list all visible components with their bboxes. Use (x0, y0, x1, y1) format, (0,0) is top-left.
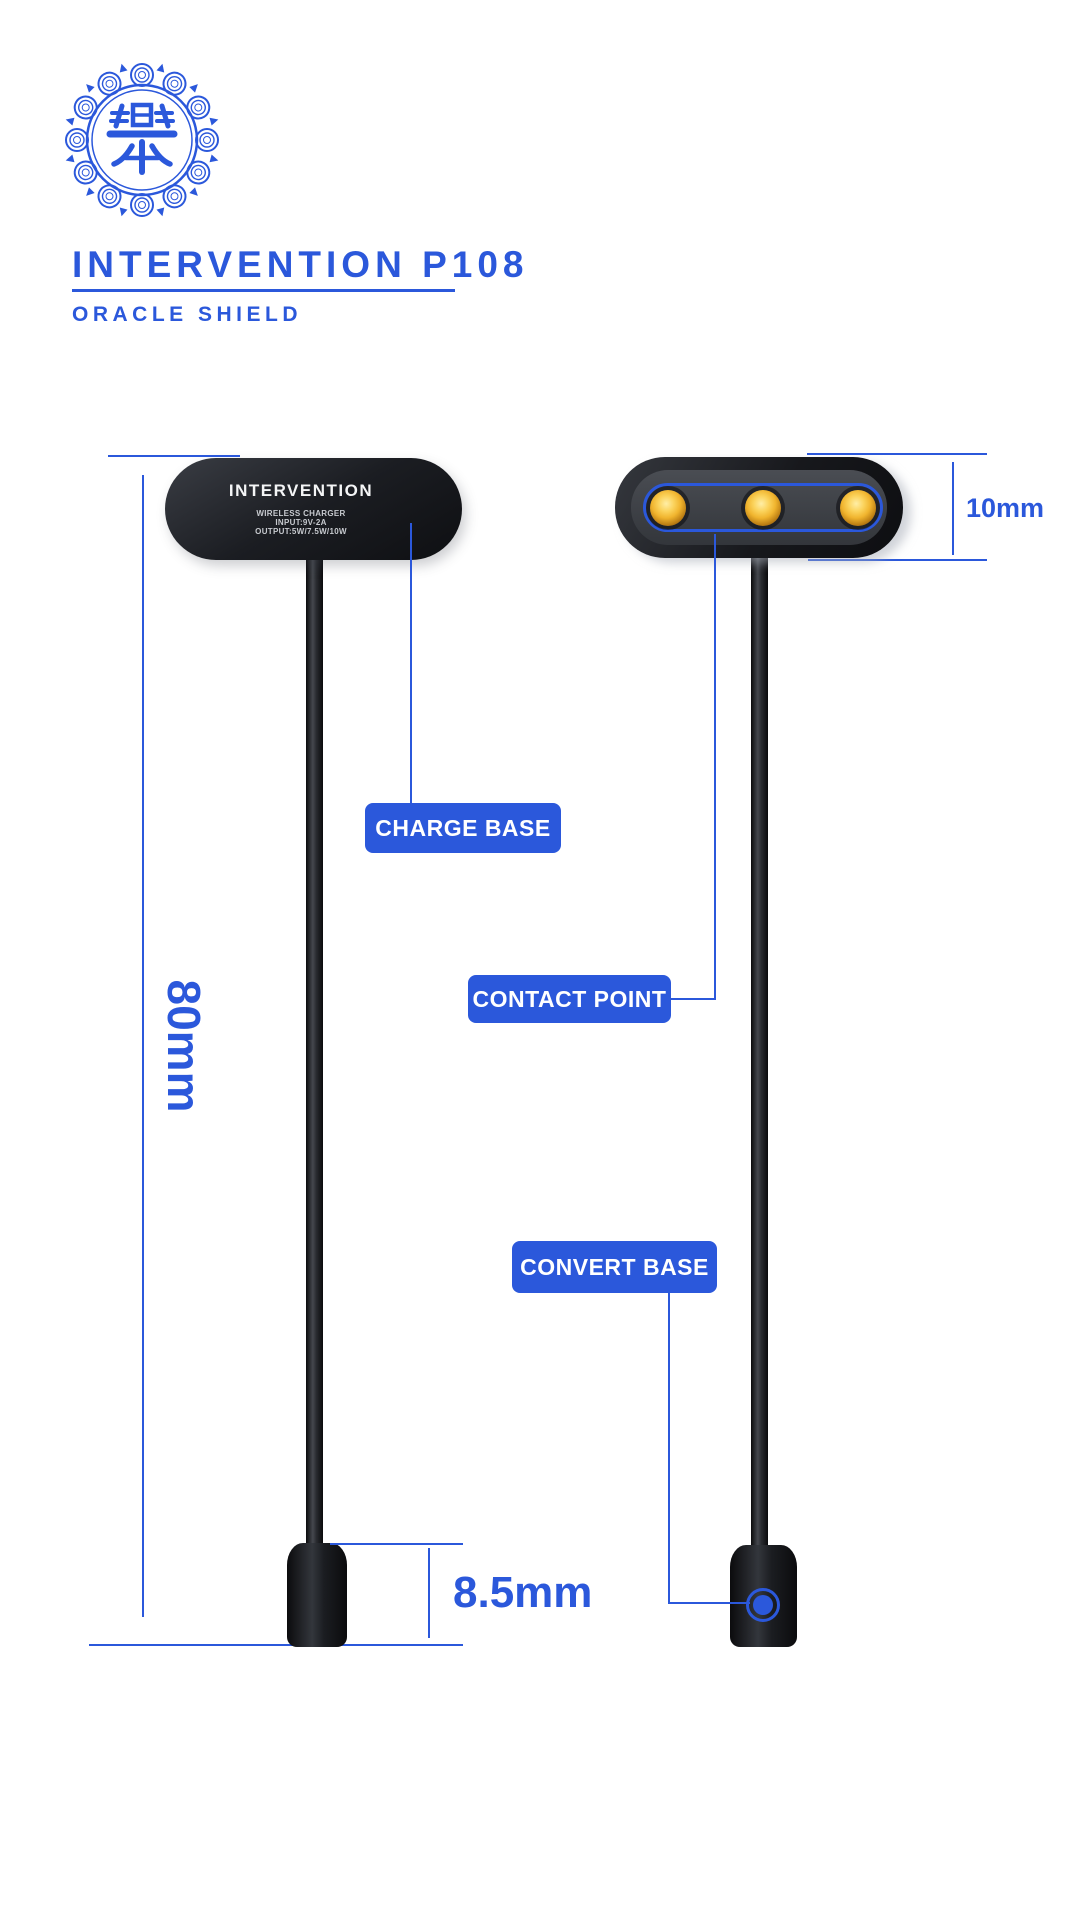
page-title: INTERVENTION P108 (72, 244, 529, 285)
dimension-80mm-top-tick (108, 455, 240, 457)
contact-point-label-text: CONTACT POINT (472, 985, 667, 1012)
dimension-8-5mm-line (428, 1548, 430, 1638)
logo-seal-character (106, 102, 178, 175)
convert-base-label-text: CONVERT BASE (520, 1253, 709, 1280)
device-name-label: INTERVENTION (228, 481, 374, 500)
dimension-value-contact-width: 10mm (966, 493, 1045, 523)
dimension-value-base-width: 8.5mm (453, 1568, 593, 1617)
contact-points-highlight-outline (643, 483, 883, 532)
leader-line-contact-point-vertical (714, 534, 716, 1000)
convert-base-front-view (287, 1543, 347, 1647)
contact-pin-icon (745, 490, 781, 526)
charge-base-label-text: CHARGE BASE (375, 814, 551, 841)
dimension-80mm-line (142, 475, 144, 1617)
contact-pin-icon (840, 490, 876, 526)
dimension-10mm-top-tick (807, 453, 987, 455)
title-underline (72, 289, 455, 292)
spec-line-3: OUTPUT:5W/7.5W/10W (255, 527, 347, 536)
logo-ornament-ring (62, 60, 222, 220)
contact-point-label: CONTACT POINT (468, 975, 671, 1023)
spec-line-1: WIRELESS CHARGER (256, 509, 346, 518)
convert-base-indicator-dot (753, 1595, 773, 1615)
device-spec-text: WIRELESS CHARGER INPUT:9V-2A OUTPUT:5W/7… (165, 509, 437, 536)
leader-line-charge-base (410, 523, 412, 803)
leader-line-convert-base-vertical (668, 1293, 670, 1604)
side-unit-cable (751, 552, 768, 1549)
dimension-80mm-bottom-tick (89, 1644, 463, 1646)
page-subtitle: ORACLE SHIELD (72, 303, 303, 326)
dimension-value-height: 80mm (158, 979, 210, 1113)
brand-logo-icon (62, 60, 222, 220)
convert-base-label: CONVERT BASE (512, 1241, 717, 1293)
contact-pin-icon (650, 490, 686, 526)
convert-base-indicator-ring (746, 1588, 780, 1622)
dimension-8-5mm-top-tick (330, 1543, 463, 1545)
leader-line-contact-point-horizontal (671, 998, 716, 1000)
leader-line-convert-base-horizontal (668, 1602, 750, 1604)
dimension-10mm-bottom-tick (808, 559, 987, 561)
front-unit-cable (306, 552, 323, 1547)
charge-base-front-view: INTERVENTION WIRELESS CHARGER INPUT:9V-2… (165, 458, 462, 560)
charge-base-label: CHARGE BASE (365, 803, 561, 853)
dimension-10mm-line (952, 462, 954, 555)
spec-line-2: INPUT:9V-2A (275, 518, 327, 527)
